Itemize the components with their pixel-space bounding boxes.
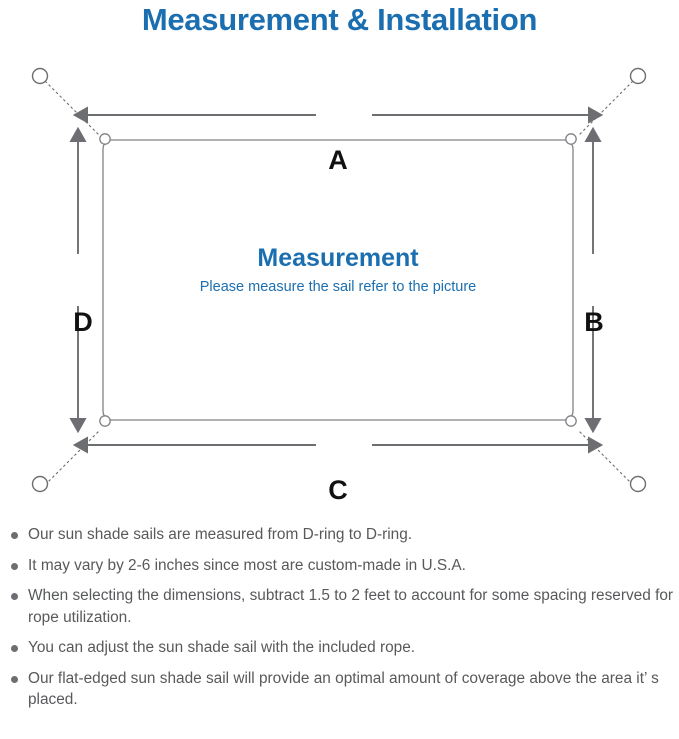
bullet-icon [11,675,18,683]
shade-sail-body [102,139,574,421]
tether-line-top-right [578,80,634,136]
note-item: Our sun shade sails are measured from D-… [0,524,679,546]
bullet-icon [11,532,18,539]
anchor-point-top-right [629,67,647,85]
note-text: Our flat-edged sun shade sail will provi… [28,669,659,709]
bullet-icon [11,593,18,600]
d-ring-top-right [565,133,577,145]
dimension-label-b: B [584,307,604,337]
diagram-svg [31,67,647,493]
tether-line-bottom-left [44,430,100,486]
bullet-icon [11,562,18,570]
tether-line-bottom-right [578,430,634,486]
note-item: You can adjust the sun shade sail with t… [0,637,679,659]
anchor-point-bottom-right [629,475,647,493]
note-text: Our sun shade sails are measured from D-… [28,526,413,543]
d-ring-bottom-left [99,415,111,427]
notes-list: Our sun shade sails are measured from D-… [0,524,679,720]
note-item: It may vary by 2-6 inches since most are… [0,555,679,577]
dimension-label-c: C [328,475,348,505]
note-text: When selecting the dimensions, subtract … [28,587,674,626]
note-text: It may vary by 2-6 inches since most are… [28,556,466,574]
sail-measurement-diagram: A B C D Measurement Please measure the s… [0,46,679,516]
anchor-point-bottom-left [31,475,49,493]
dimension-label-a: A [328,145,348,175]
anchor-points [31,67,647,493]
sail-corner-d-rings [99,133,577,427]
anchor-point-top-left [31,67,49,85]
bullet-icon [11,645,18,652]
d-ring-bottom-right [565,415,577,427]
page-title: Measurement & Installation [141,2,538,37]
note-text: You can adjust the sun shade sail with t… [28,639,416,656]
tether-line-top-left [44,80,100,136]
note-item: Our flat-edged sun shade sail will provi… [0,668,679,711]
d-ring-top-left [99,133,111,145]
dimension-label-d: D [73,307,93,337]
note-item: When selecting the dimensions, subtract … [0,585,679,628]
